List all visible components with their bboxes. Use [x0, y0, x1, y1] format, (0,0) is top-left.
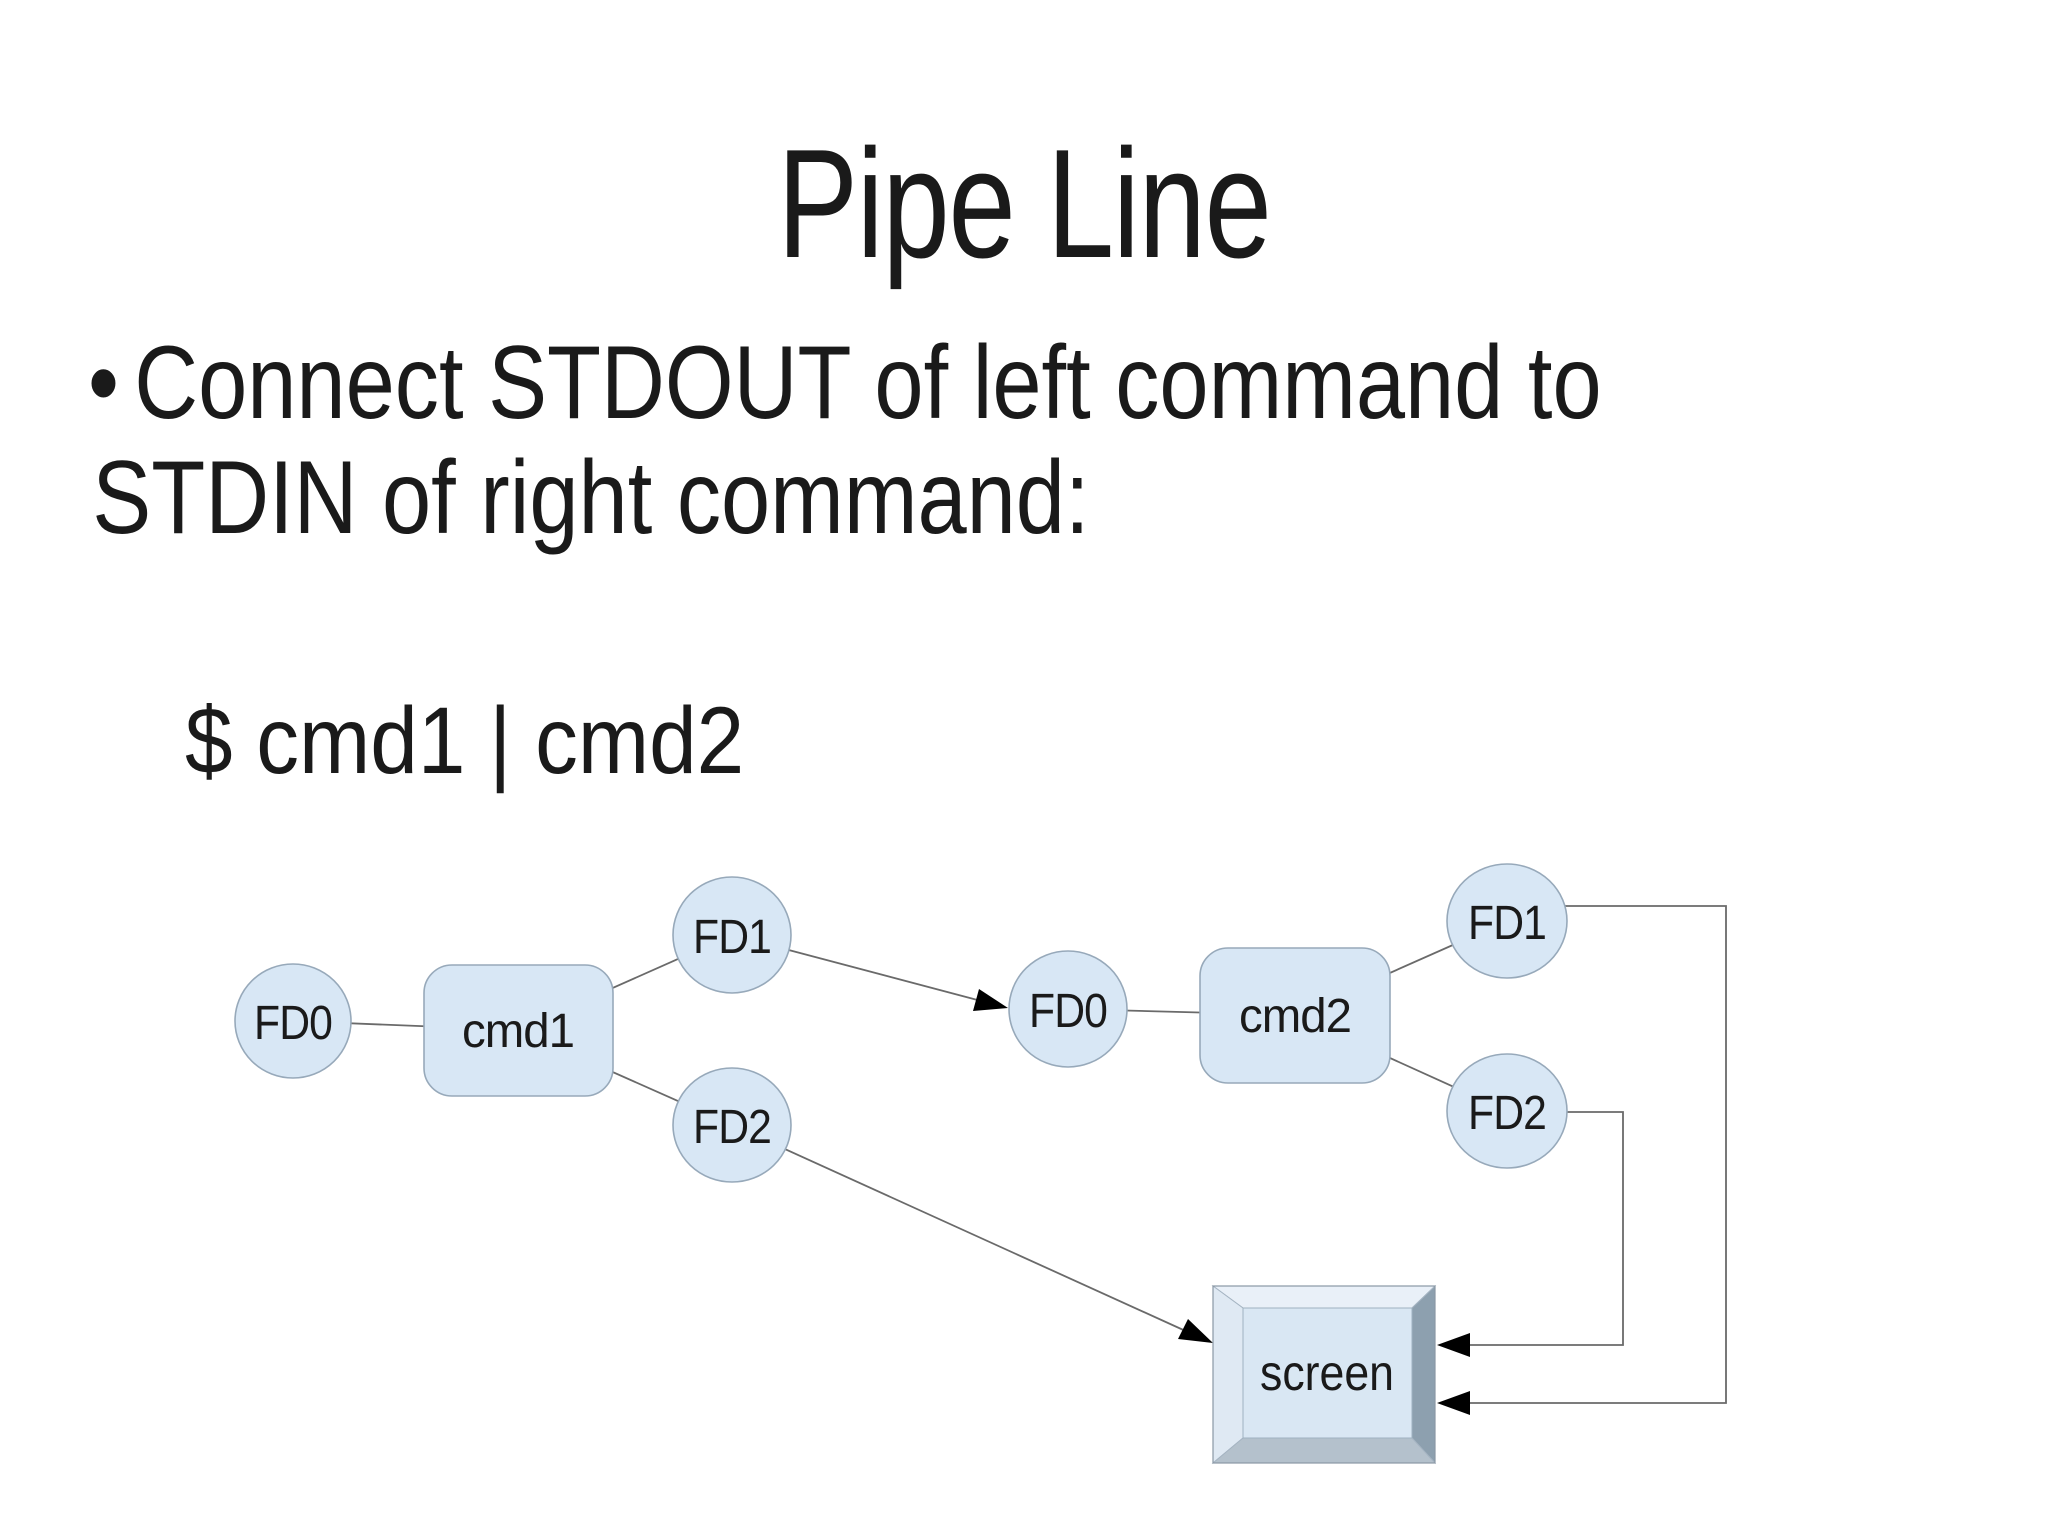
- bullet-line-1: •Connect STDOUT of left command to: [88, 326, 1602, 441]
- bullet-text: •Connect STDOUT of left command to STDIN…: [88, 326, 1602, 556]
- arrowhead-into-fd0-icon: [973, 989, 1008, 1011]
- label-fd1-right: FD1: [1468, 897, 1546, 950]
- node-cmd1: [423, 964, 614, 1097]
- arrowhead-screen-left-icon: [1178, 1319, 1213, 1343]
- screen-face: [1242, 1307, 1413, 1439]
- bullet-line-2: STDIN of right command:: [92, 440, 1090, 556]
- screen-bevel-left: [1212, 1285, 1244, 1465]
- arrowhead-screen-upper-right-icon: [1437, 1333, 1470, 1357]
- edge-fd2-left-to-screen: [731, 1124, 1191, 1334]
- node-fd1-right: [1446, 863, 1568, 979]
- page-title: Pipe Line: [777, 117, 1271, 290]
- edge-fd1-right-to-screen: [1448, 905, 1727, 1404]
- bullet-line-1-text: Connect STDOUT of left command to: [134, 325, 1602, 441]
- node-fd1-left: [672, 876, 792, 994]
- label-fd2-right: FD2: [1468, 1087, 1546, 1140]
- node-fd0-left: [234, 963, 352, 1079]
- node-fd2-right: [1446, 1053, 1568, 1169]
- node-fd0-right: [1008, 950, 1128, 1068]
- nodes: [234, 863, 1568, 1183]
- label-screen: screen: [1260, 1345, 1394, 1401]
- label-cmd2: cmd2: [1239, 990, 1351, 1043]
- screen-bevel-top: [1211, 1285, 1437, 1309]
- shell-command: $ cmd1 | cmd2: [185, 688, 745, 794]
- label-fd0-left: FD0: [254, 997, 332, 1050]
- screen-outline: [1212, 1285, 1436, 1464]
- screen-bevel-right: [1411, 1284, 1436, 1465]
- bullet-marker: •: [88, 325, 119, 441]
- arrowheads: [973, 989, 1470, 1415]
- node-fd2-left: [672, 1067, 792, 1183]
- node-cmd2: [1199, 947, 1391, 1084]
- label-fd0-right: FD0: [1029, 985, 1107, 1038]
- arrowhead-screen-lower-right-icon: [1437, 1391, 1470, 1415]
- node-screen: [1211, 1284, 1437, 1465]
- screen-bevel-bottom: [1211, 1437, 1437, 1464]
- node-labels: FD0 cmd1 FD1 FD2 FD0 cmd2 FD1 FD2 screen: [254, 897, 1547, 1401]
- label-cmd1: cmd1: [462, 1005, 574, 1058]
- label-fd2-left: FD2: [693, 1101, 771, 1154]
- label-fd1-left: FD1: [693, 911, 771, 964]
